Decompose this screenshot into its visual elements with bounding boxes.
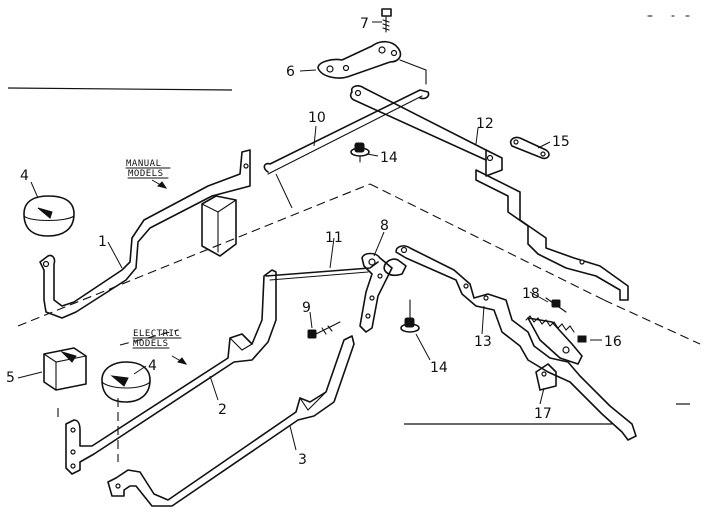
- caption-manual-line1: MANUAL: [126, 159, 162, 169]
- spring-part-16: [525, 315, 587, 343]
- lever-part-12: [349, 85, 629, 301]
- callout-6: 6: [286, 64, 295, 80]
- caption-electric-line1: ELECTRIC: [133, 329, 180, 339]
- callout-3: 3: [298, 452, 307, 468]
- screw-part-9: [307, 321, 341, 339]
- control-rod-part-3-electric: [107, 335, 355, 507]
- bellcrank-part-8: [359, 252, 393, 333]
- caption-manual-line2: MODELS: [128, 169, 164, 179]
- callout-2: 2: [218, 402, 227, 418]
- callout-1: 1: [98, 234, 107, 250]
- rod-part-10: [263, 89, 430, 175]
- callout-4-electric: 4: [148, 358, 157, 374]
- callout-15: 15: [552, 134, 570, 150]
- bracket-part-6: [317, 40, 427, 85]
- callout-13: 13: [474, 334, 492, 350]
- bracket-part-17: [527, 317, 583, 391]
- lever-part-13: [383, 245, 637, 441]
- caption-arrows: [151, 179, 188, 365]
- callout-4-manual: 4: [20, 168, 29, 184]
- switch-part-5: [43, 347, 87, 391]
- callout-11: 11: [325, 230, 343, 246]
- callout-10: 10: [308, 110, 326, 126]
- callout-17: 17: [534, 406, 552, 422]
- callout-7: 7: [360, 16, 369, 32]
- screw-part-7: [381, 8, 392, 33]
- callout-14-upper: 14: [380, 150, 398, 166]
- callout-18: 18: [522, 286, 540, 302]
- screw-part-18: [545, 297, 567, 313]
- knob-part-14-lower: [400, 299, 420, 333]
- callout-9: 9: [302, 300, 311, 316]
- callout-14-lower: 14: [430, 360, 448, 376]
- callout-12: 12: [476, 116, 494, 132]
- callout-leaders: [17, 21, 602, 451]
- control-rod-part-2-electric: [65, 269, 277, 475]
- section-guide-lines: [7, 87, 701, 462]
- control-knob-part-4-electric: [101, 361, 151, 403]
- callout-16: 16: [604, 334, 622, 350]
- control-rod-part-1-manual: [39, 149, 251, 319]
- knob-part-14-upper: [350, 142, 370, 163]
- link-part-15: [509, 136, 550, 160]
- rod-part-11: [265, 261, 379, 281]
- control-knob-part-4-manual: [23, 195, 75, 237]
- caption-electric-line2: MODELS: [133, 339, 169, 349]
- callout-5: 5: [6, 370, 15, 386]
- callout-8: 8: [380, 218, 389, 234]
